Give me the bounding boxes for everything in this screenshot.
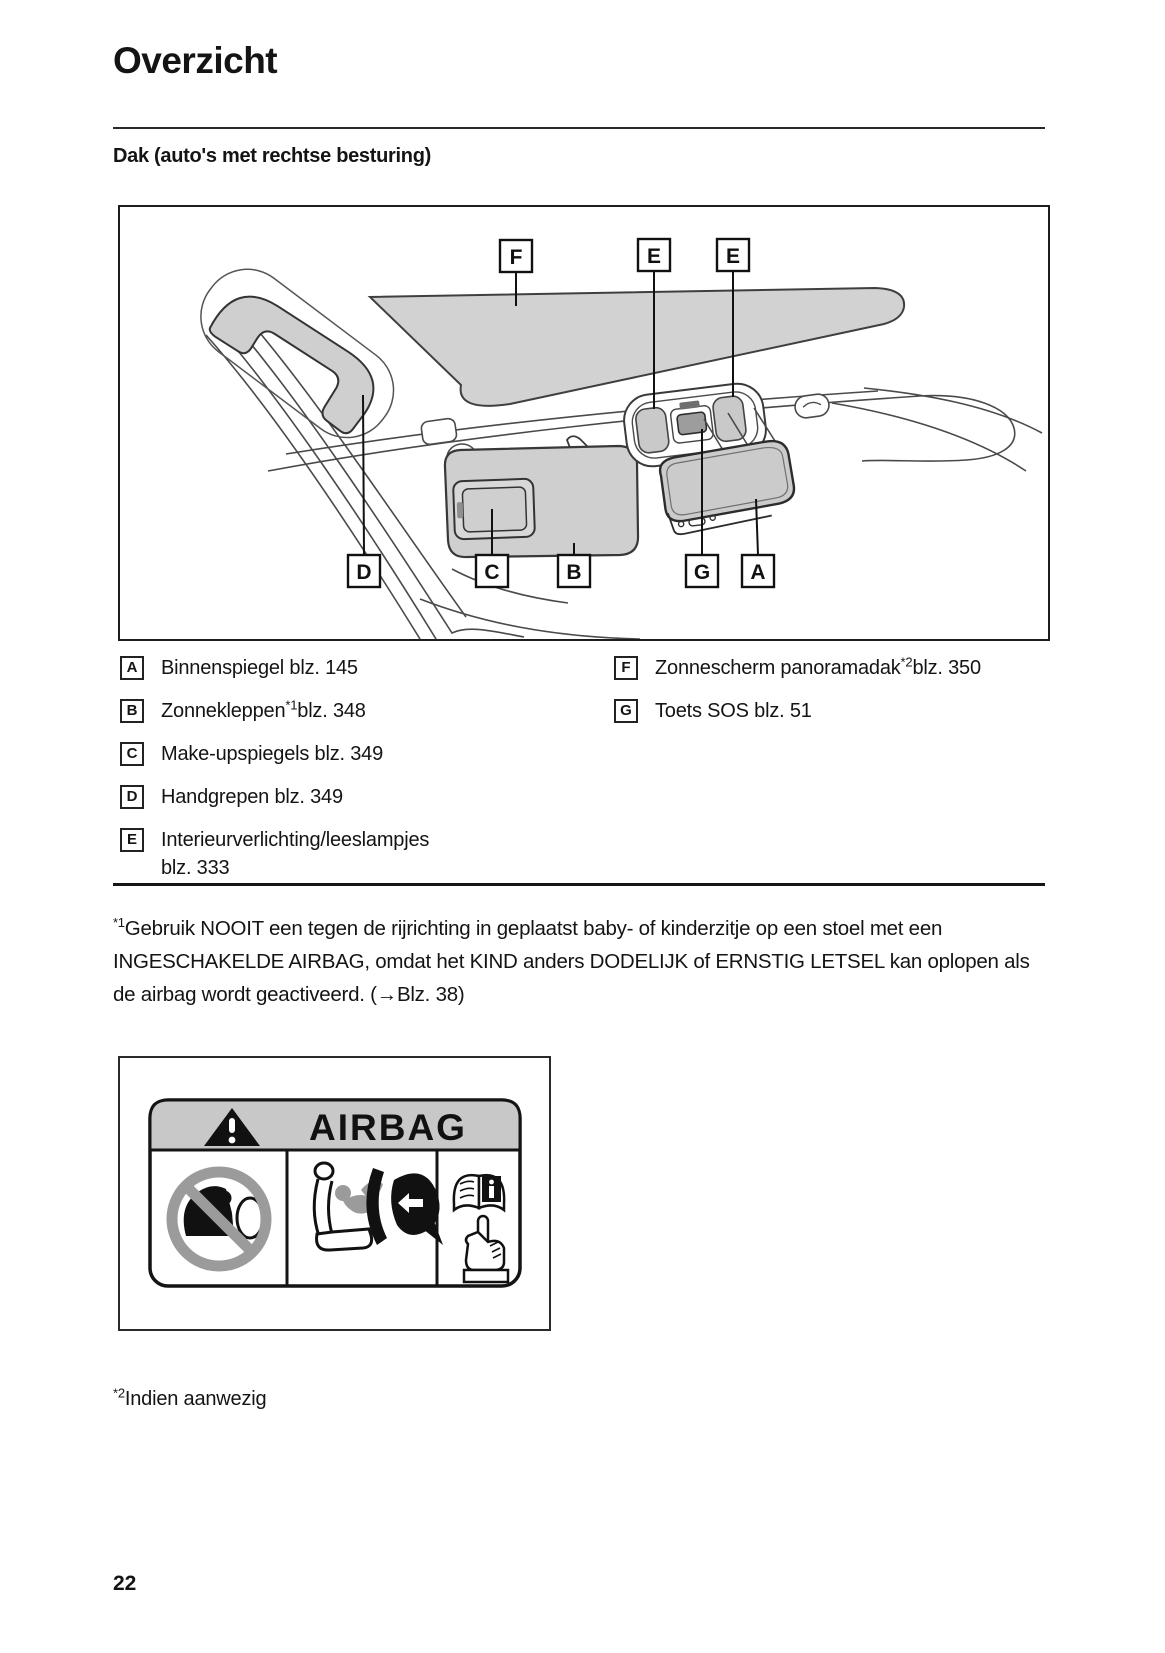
legend-item-makeupspiegels: C Make-upspiegels blz. 349 — [120, 742, 590, 766]
legend-item-toets-sos: G Toets SOS blz. 51 — [614, 699, 1046, 723]
legend-key: E — [120, 828, 144, 852]
callout-A: A — [740, 553, 776, 589]
legend-key: G — [614, 699, 638, 723]
legend-label: Zonnekleppen — [161, 700, 286, 722]
footnote-2: *2Indien aanwezig — [113, 1385, 267, 1410]
svg-text:G: G — [694, 561, 710, 584]
svg-text:E: E — [647, 245, 661, 268]
callout-D: D — [346, 553, 382, 589]
legend-left-column: A Binnenspiegel blz. 145 B Zonnekleppen*… — [120, 656, 590, 880]
grab-handle — [200, 268, 395, 439]
legend-label: Handgrepen blz. 349 — [161, 786, 343, 808]
visor-clip-right — [794, 393, 830, 419]
legend-right-column: F Zonnescherm panoramadak*2blz. 350 G To… — [614, 655, 1046, 723]
leader-lines — [362, 271, 759, 556]
svg-text:E: E — [726, 245, 740, 268]
rearview-mirror — [658, 439, 796, 536]
legend-label: Interieurverlichting/leeslampjes — [161, 829, 430, 851]
airbag-deploy-icon-figures — [335, 1168, 443, 1245]
owners-manual-icon — [452, 1173, 506, 1213]
sun-visor — [443, 435, 640, 559]
svg-text:F: F — [510, 246, 523, 269]
legend-key: D — [120, 785, 144, 809]
title-divider — [113, 127, 1045, 129]
legend-item-handgrepen: D Handgrepen blz. 349 — [120, 785, 590, 809]
legend-label: Toets SOS blz. 51 — [655, 700, 812, 722]
legend-key: A — [120, 656, 144, 680]
legend-item-binnenspiegel: A Binnenspiegel blz. 145 — [120, 656, 590, 680]
vanity-mirror — [452, 477, 536, 541]
roof-diagram-art: F E E D C — [200, 237, 1043, 639]
warning-triangle-icon — [204, 1108, 260, 1146]
airbag-warning-label: AIRBAG — [118, 1056, 551, 1331]
legend-key: F — [614, 656, 638, 680]
callout-E-right: E — [715, 237, 751, 273]
footnote-1: *1Gebruik NOOIT een tegen de rijrichting… — [113, 915, 1030, 1006]
callout-E-left: E — [636, 237, 672, 273]
pointing-hand-icon — [462, 1214, 510, 1284]
airbag-deploy-icon — [312, 1161, 374, 1252]
callout-C: C — [474, 553, 510, 589]
visor-clip-left — [420, 417, 458, 446]
callout-B: B — [556, 553, 592, 589]
legend-label-line2: blz. 333 — [161, 857, 230, 879]
airbag-label-art: AIRBAG — [148, 1098, 522, 1288]
airbag-label-title: AIRBAG — [309, 1107, 467, 1148]
legend-label: Make-upspiegels blz. 349 — [161, 743, 383, 765]
roof-diagram: F E E D C — [118, 205, 1050, 641]
legend-key: B — [120, 699, 144, 723]
svg-text:C: C — [484, 561, 499, 584]
legend-label: Binnenspiegel blz. 145 — [161, 657, 358, 679]
panorama-sunshade — [367, 286, 906, 407]
callout-G: G — [684, 553, 720, 589]
legend-item-zonnescherm: F Zonnescherm panoramadak*2blz. 350 — [614, 655, 1046, 680]
page-title: Overzicht — [113, 40, 278, 81]
legend-label: Zonnescherm panoramadak — [655, 657, 901, 679]
no-child-seat-icon — [166, 1166, 272, 1272]
reading-lamp-left — [635, 406, 670, 454]
legend-item-zonnekleppen: B Zonnekleppen*1blz. 348 — [120, 698, 590, 723]
svg-text:B: B — [566, 561, 581, 584]
callout-F: F — [498, 238, 534, 274]
svg-text:A: A — [750, 561, 765, 584]
legend-key: C — [120, 742, 144, 766]
svg-text:D: D — [356, 561, 371, 584]
section-subtitle: Dak (auto's met rechtse besturing) — [113, 145, 431, 167]
legend-item-interieurverlichting: E Interieurverlichting/leeslampjes blz. … — [120, 828, 590, 880]
page-number: 22 — [113, 1572, 137, 1595]
section-divider — [113, 883, 1045, 886]
